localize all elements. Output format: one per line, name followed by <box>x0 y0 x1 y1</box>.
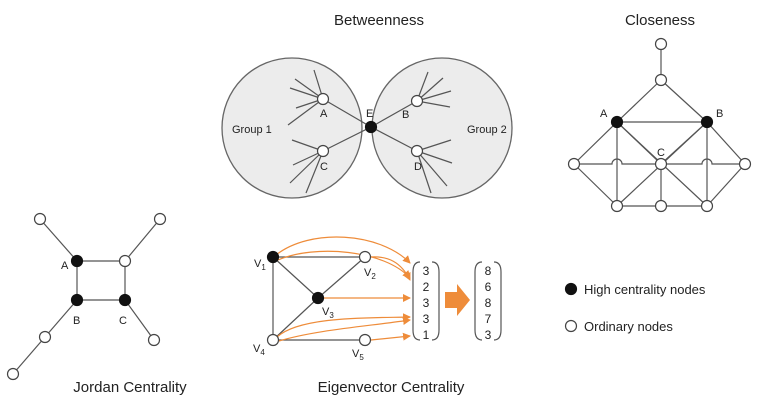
vector-after-value: 8 <box>485 264 492 278</box>
vector-before-value: 2 <box>423 280 430 294</box>
eigenvector-node-v4 <box>266 333 280 347</box>
jordan-node-bottom-right <box>147 333 161 347</box>
closeness-node-top <box>654 37 668 51</box>
vector-after-left-bracket <box>474 261 483 341</box>
closeness-label-a: A <box>600 108 608 120</box>
vector-before-value: 3 <box>423 296 430 310</box>
closeness-panel: Closeness <box>567 12 752 213</box>
betweenness-node-d <box>410 144 424 158</box>
closeness-title: Closeness <box>625 12 695 29</box>
jordan-node-top-right <box>153 212 167 226</box>
vector-before-value: 3 <box>423 264 430 278</box>
legend: High centrality nodes Ordinary nodes <box>564 282 706 334</box>
closeness-node-left <box>567 157 581 171</box>
betweenness-label-a: A <box>320 108 328 120</box>
closeness-node-apex <box>654 73 668 87</box>
betweenness-node-e <box>364 120 378 134</box>
closeness-node-bottom-left <box>610 199 624 213</box>
betweenness-node-a <box>316 92 330 106</box>
jordan-node-b <box>70 293 84 307</box>
jordan-label-a: A <box>61 260 69 272</box>
eigenvector-arrows <box>275 236 411 342</box>
jordan-node-c <box>118 293 132 307</box>
vector-after-right-bracket <box>493 261 502 341</box>
closeness-node-b <box>700 115 714 129</box>
betweenness-label-d: D <box>414 161 422 173</box>
eigenvector-label-v4: V4 <box>253 343 265 357</box>
closeness-edges <box>573 44 746 207</box>
legend-high-centrality-label: High centrality nodes <box>584 282 706 297</box>
vector-before-value: 3 <box>423 312 430 326</box>
closeness-node-c <box>654 157 668 171</box>
betweenness-title: Betweenness <box>334 12 424 29</box>
jordan-panel: A B C Jordan Centrality <box>6 212 187 396</box>
bridge-edges <box>322 98 418 152</box>
vector-after: 8 6 8 7 3 <box>474 261 502 342</box>
eigenvector-label-v2: V2 <box>364 267 376 281</box>
eigenvector-node-v2 <box>358 250 372 264</box>
vector-after-value: 6 <box>485 280 492 294</box>
betweenness-label-c: C <box>320 161 328 173</box>
legend-high-centrality-icon <box>564 282 578 296</box>
vector-before-left-bracket <box>412 261 421 341</box>
arrow-from-v1-top <box>275 236 411 264</box>
arrow-from-v4-lower <box>278 317 411 342</box>
arrow-from-v1-lower <box>277 250 411 279</box>
betweenness-node-b <box>410 94 424 108</box>
group-1-circle <box>221 57 363 199</box>
jordan-node-a <box>70 254 84 268</box>
transform-arrow-icon <box>445 284 470 316</box>
closeness-node-right <box>738 157 752 171</box>
vector-before-value: 1 <box>423 328 430 342</box>
eigenvector-edges <box>272 256 366 341</box>
betweenness-label-b: B <box>402 109 409 121</box>
betweenness-node-c <box>316 144 330 158</box>
node-d-spokes <box>416 139 453 194</box>
arrow-from-v2 <box>370 256 411 281</box>
group-2-label: Group 2 <box>467 124 507 136</box>
betweenness-panel: Betweenness <box>221 12 513 199</box>
eigenvector-label-v3: V3 <box>322 306 334 320</box>
jordan-node-top-left <box>33 212 47 226</box>
eigenvector-label-v1: V1 <box>254 258 266 272</box>
eigenvector-title: Eigenvector Centrality <box>318 379 465 396</box>
jordan-edges <box>12 218 161 375</box>
jordan-node-bottom-left <box>6 367 20 381</box>
vector-before: 3 2 3 3 1 <box>412 261 440 342</box>
eigenvector-node-v1 <box>266 250 280 264</box>
legend-ordinary-icon <box>564 319 578 333</box>
closeness-node-bottom-mid <box>654 199 668 213</box>
closeness-label-b: B <box>716 108 723 120</box>
eigenvector-panel: V1 V2 V3 V4 V5 3 2 3 3 1 8 6 8 7 3 Eigen… <box>253 236 502 396</box>
jordan-label-b: B <box>73 315 80 327</box>
vector-before-right-bracket <box>431 261 440 341</box>
closeness-node-a <box>610 115 624 129</box>
betweenness-label-e: E <box>366 108 373 120</box>
jordan-node-mid-left <box>38 330 52 344</box>
closeness-label-c: C <box>657 147 665 159</box>
vector-after-value: 7 <box>485 312 492 326</box>
arrow-from-v4-upper <box>276 313 411 338</box>
closeness-node-bottom-right <box>700 199 714 213</box>
group-1-label: Group 1 <box>232 124 272 136</box>
jordan-node-square-top-right <box>118 254 132 268</box>
legend-ordinary-label: Ordinary nodes <box>584 319 673 334</box>
eigenvector-label-v5: V5 <box>352 348 364 362</box>
eigenvector-node-v5 <box>358 333 372 347</box>
eigenvector-node-v3 <box>311 291 325 305</box>
vector-after-value: 8 <box>485 296 492 310</box>
vector-after-value: 3 <box>485 328 492 342</box>
jordan-label-c: C <box>119 315 127 327</box>
arrow-from-v5 <box>370 332 411 341</box>
jordan-title: Jordan Centrality <box>73 379 187 396</box>
